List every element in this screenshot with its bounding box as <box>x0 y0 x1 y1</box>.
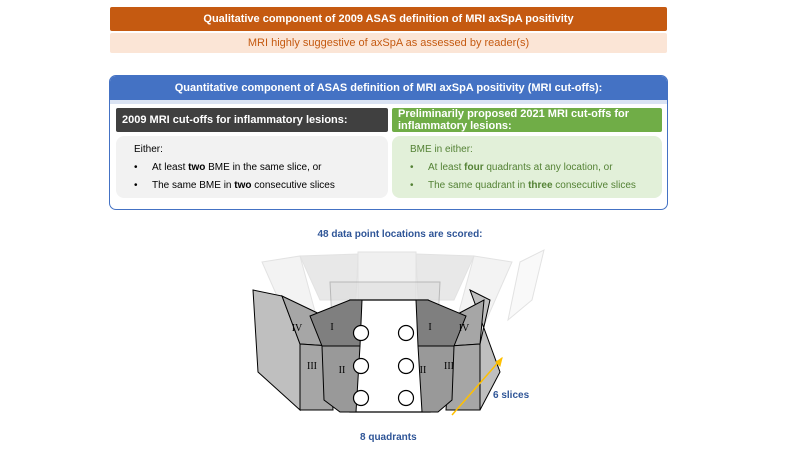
cutoffs-2021-header: Preliminarily proposed 2021 MRI cut-offs… <box>392 108 662 132</box>
bullet-text: The same quadrant in three consecutive s… <box>428 180 636 191</box>
quantitative-title: Quantitative component of ASAS definitio… <box>110 76 667 100</box>
numeral-left-II: II <box>339 365 346 376</box>
numeral-right-I: I <box>428 322 431 333</box>
quantitative-header-band <box>110 100 667 104</box>
bullet-text: At least two BME in the same slice, or <box>152 162 322 173</box>
cutoffs-2009-intro: Either: <box>134 144 163 155</box>
diagram-title: 48 data point locations are scored: <box>317 229 483 240</box>
numeral-right-II: II <box>420 365 427 376</box>
data-point <box>397 389 415 407</box>
data-point <box>352 357 370 375</box>
cutoffs-2021-intro: BME in either: <box>410 144 473 155</box>
numeral-left-I: I <box>330 322 333 333</box>
cutoffs-2021-item: • The same quadrant in three consecutive… <box>410 180 636 191</box>
cutoffs-2009-item: • The same BME in two consecutive slices <box>134 180 335 191</box>
back-slice-right <box>415 253 475 301</box>
slices-arrowhead-icon <box>495 356 503 367</box>
cutoffs-2009-body: Either: • At least two BME in the same s… <box>116 136 388 198</box>
numeral-right-IV: IV <box>459 323 470 334</box>
qualitative-title: Qualitative component of 2009 ASAS defin… <box>110 7 667 31</box>
slices-label: 6 slices <box>493 390 530 401</box>
numeral-left-III: III <box>307 361 317 372</box>
data-point <box>397 357 415 375</box>
qualitative-subtitle: MRI highly suggestive of axSpA as assess… <box>110 33 667 53</box>
back-wing-far-right <box>507 249 545 322</box>
quantitative-panel: Quantitative component of ASAS definitio… <box>109 75 668 210</box>
cutoffs-2009-item: • At least two BME in the same slice, or <box>134 162 322 173</box>
numeral-right-III: III <box>444 361 454 372</box>
bullet-text: At least four quadrants at any location,… <box>428 162 613 173</box>
left-quadrant-II <box>321 345 361 413</box>
bullet-icon: • <box>134 180 138 191</box>
cutoffs-2009-header: 2009 MRI cut-offs for inflammatory lesio… <box>116 108 388 132</box>
data-point <box>352 389 370 407</box>
quadrants-label: 8 quadrants <box>360 432 417 443</box>
cutoffs-2021-body: BME in either: • At least four quadrants… <box>392 136 662 198</box>
bullet-icon: • <box>134 162 138 173</box>
right-quadrant-II <box>417 345 455 413</box>
cutoffs-2021-item: • At least four quadrants at any locatio… <box>410 162 613 173</box>
left-quadrant-I <box>309 299 363 347</box>
bullet-text: The same BME in two consecutive slices <box>152 180 335 191</box>
data-point <box>352 324 370 342</box>
bullet-icon: • <box>410 180 414 191</box>
right-quadrant-I <box>415 299 467 347</box>
slices-arrow-icon <box>451 357 503 416</box>
data-point <box>397 324 415 342</box>
bullet-icon: • <box>410 162 414 173</box>
numeral-left-IV: IV <box>292 323 303 334</box>
